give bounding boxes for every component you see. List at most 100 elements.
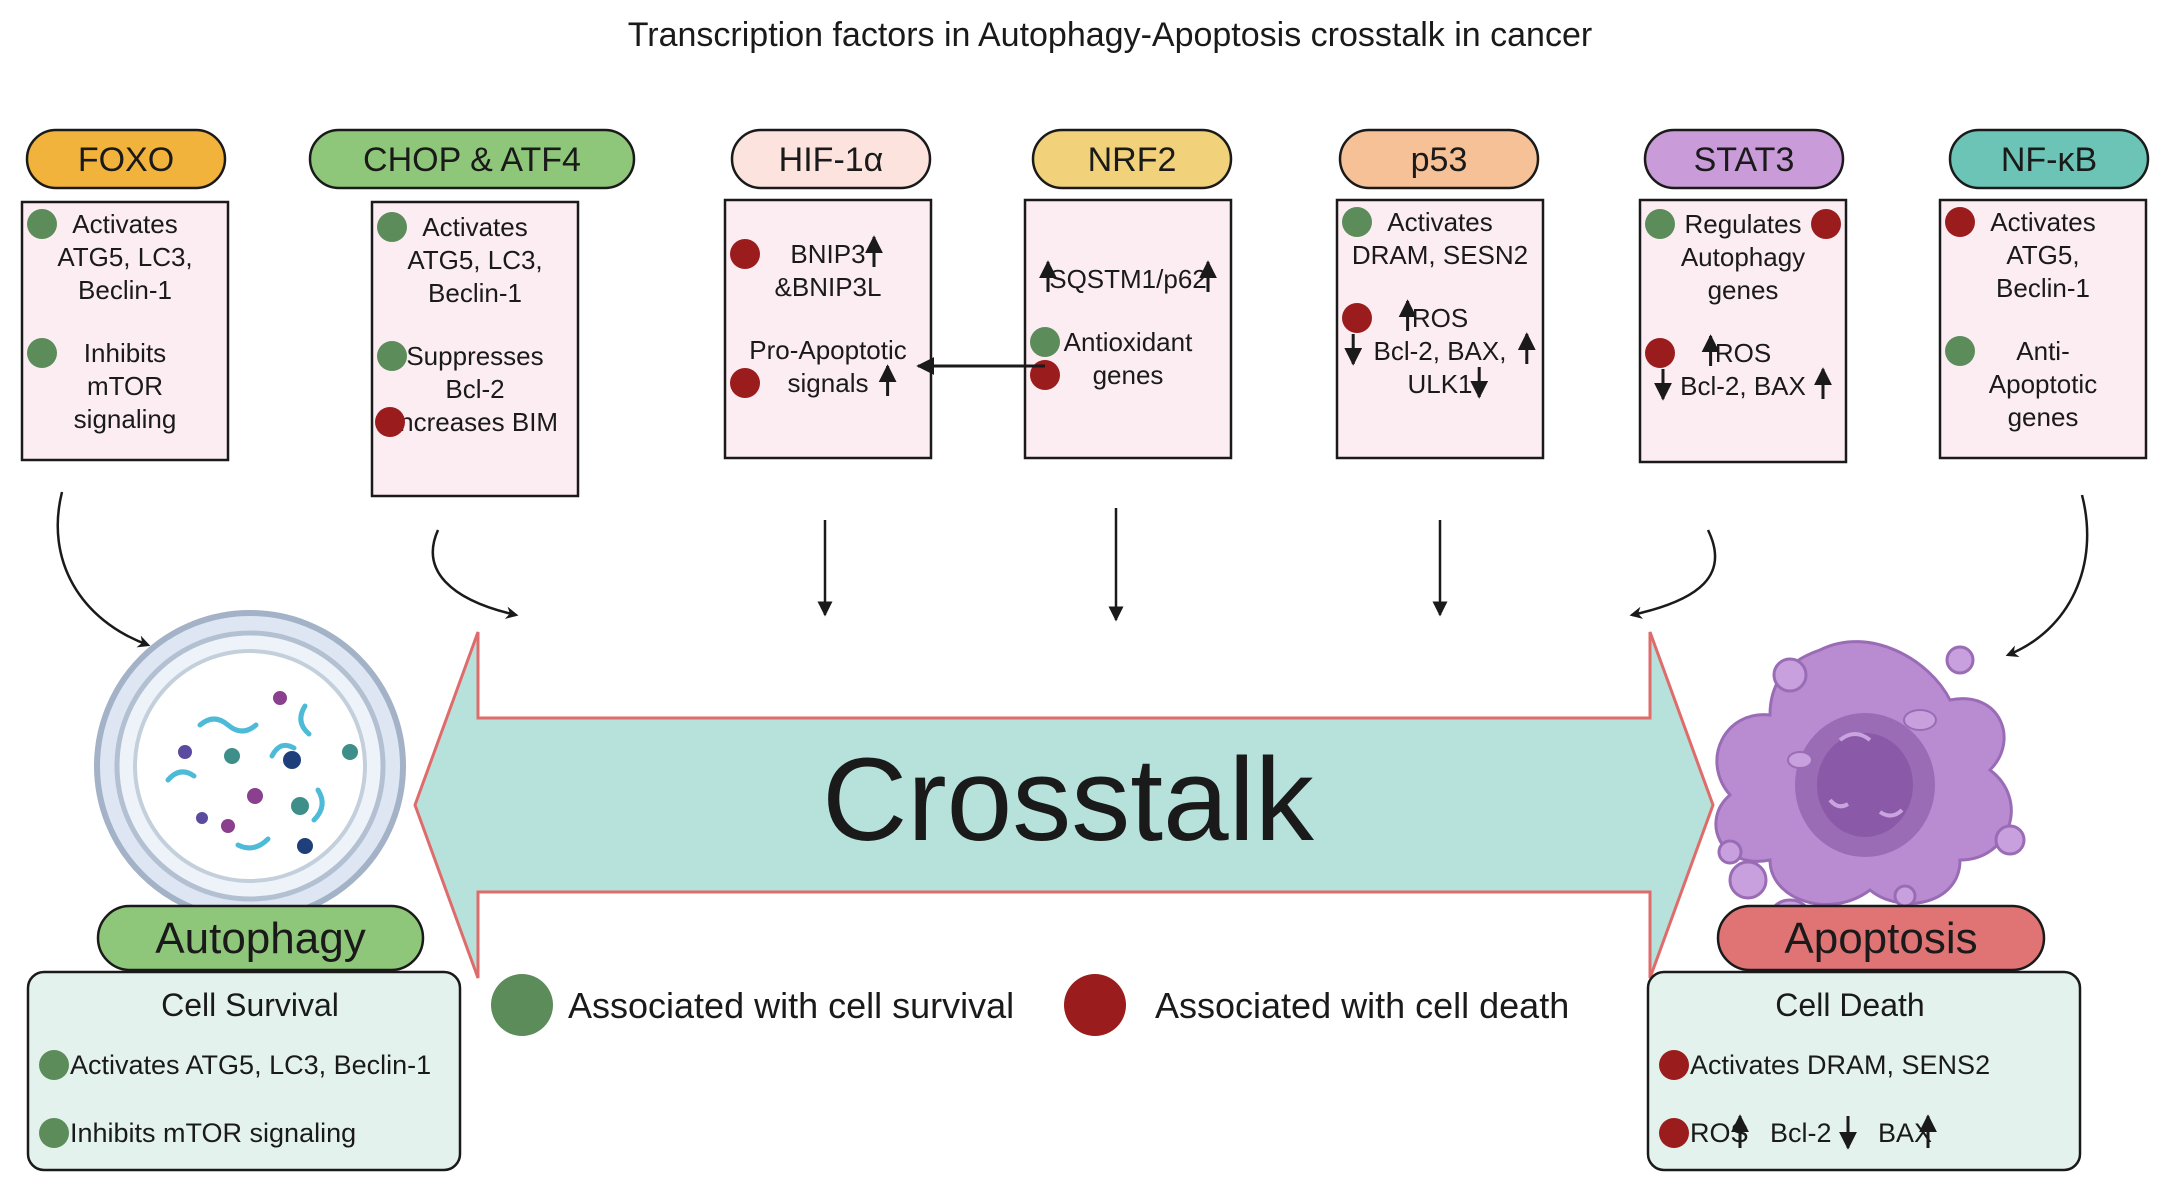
dot-survival [27, 338, 57, 368]
dot-survival [27, 209, 57, 239]
factor-line-p53: DRAM, SESN2 [1352, 240, 1528, 270]
factor-line-stat3: Regulates [1684, 209, 1801, 239]
bottomRight-label: Apoptosis [1784, 914, 1977, 963]
factor-line-foxo: mTOR [87, 371, 163, 401]
factor-line-nfkb: Anti- [2016, 336, 2069, 366]
factor-box-p53 [1335, 198, 1545, 460]
factor-label-chop: CHOP & ATF4 [363, 141, 581, 179]
crosstalk-double-arrow [413, 631, 1715, 979]
factor-box-chop [370, 200, 580, 498]
dot-death [1645, 338, 1675, 368]
factor-line-foxo: ATG5, LC3, [57, 242, 192, 272]
factor-line-hif: &BNIP3L [775, 272, 882, 302]
foxo-curved-arrow [56, 491, 151, 648]
factor-pill-chop [308, 128, 636, 190]
bottomLeft-item: Activates ATG5, LC3, Beclin-1 [70, 1050, 431, 1080]
factor-line-hif: Pro-Apoptotic [749, 335, 907, 365]
factor-pill-stat3 [1643, 128, 1845, 190]
factor-line-chop: Activates [422, 212, 528, 242]
dot-death [730, 368, 760, 398]
factor-pill-hif [730, 128, 932, 190]
factor-box-hif [723, 198, 933, 460]
factor-label-p53: p53 [1411, 141, 1468, 179]
factor-line-nrf2: SQSTM1/p62 [1049, 264, 1207, 294]
factor-line-stat3: ROS [1715, 338, 1771, 368]
factor-line-foxo: signaling [74, 404, 177, 434]
dot-death [1659, 1118, 1689, 1148]
legend-label-survival: Associated with cell survival [568, 985, 1014, 1026]
chop-curved-arrow [431, 529, 519, 619]
dot-death [1811, 209, 1841, 239]
factor-line-p53: Bcl-2, BAX, [1374, 336, 1507, 366]
factor-line-chop: Bcl-2 [445, 374, 504, 404]
dot-survival [377, 341, 407, 371]
stat3-curved-arrow [1629, 529, 1717, 619]
factor-label-hif: HIF-1α [779, 141, 884, 179]
factor-label-stat3: STAT3 [1694, 141, 1795, 179]
factor-line-stat3: Bcl-2, BAX [1680, 371, 1806, 401]
factor-line-nrf2: Antioxidant [1064, 327, 1193, 357]
factor-pill-nfkb [1948, 128, 2150, 190]
legend-dot-death [1064, 974, 1126, 1036]
dot-survival [1645, 209, 1675, 239]
factor-line-p53: ROS [1412, 303, 1468, 333]
dot-death [375, 407, 405, 437]
factor-line-nfkb: ATG5, [2006, 240, 2079, 270]
bottomLeft-pill [96, 904, 425, 972]
factor-box-stat3 [1638, 198, 1848, 464]
factor-line-chop: ATG5, LC3, [407, 245, 542, 275]
factor-label-foxo: FOXO [78, 141, 174, 179]
dot-death [1342, 303, 1372, 333]
factor-line-p53: ULK1 [1407, 369, 1472, 399]
bottomRight-item-part: BAX [1878, 1118, 1932, 1148]
legend-label-death: Associated with cell death [1155, 985, 1569, 1026]
crosstalk-label: Crosstalk [822, 734, 1315, 866]
factor-pill-foxo [25, 128, 227, 190]
dot-survival [377, 212, 407, 242]
factor-line-nfkb: Activates [1990, 207, 2096, 237]
factor-line-nfkb: genes [2008, 402, 2079, 432]
bottomLeft-item: Inhibits mTOR signaling [70, 1118, 356, 1148]
bottomRight-pill [1716, 904, 2046, 972]
factor-box-foxo [20, 200, 230, 462]
factor-box-nrf2 [1023, 198, 1233, 460]
factor-nfkb: NF-κBActivatesATG5,Beclin-1Anti-Apoptoti… [1938, 128, 2150, 460]
bottomLeft-box [26, 970, 462, 1172]
dot-death [1945, 207, 1975, 237]
dot-death [730, 239, 760, 269]
factor-line-foxo: Inhibits [84, 338, 166, 368]
dot-survival [39, 1050, 69, 1080]
bottomRight-item: Activates DRAM, SENS2 [1690, 1050, 1990, 1080]
factor-line-nfkb: Apoptotic [1989, 369, 2097, 399]
bottomLeft-label: Autophagy [155, 914, 365, 963]
factor-line-foxo: Beclin-1 [78, 275, 172, 305]
factor-line-chop: Suppresses [406, 341, 543, 371]
factor-label-nrf2: NRF2 [1088, 141, 1177, 179]
legend: Associated with cell survival Associated … [491, 974, 1569, 1036]
factor-line-hif: BNIP3 [790, 239, 865, 269]
nfkb-curved-arrow [2005, 494, 2089, 658]
dot-survival [1342, 207, 1372, 237]
factor-line-stat3: genes [1708, 275, 1779, 305]
factor-line-nfkb: Beclin-1 [1996, 273, 2090, 303]
bottomRight-subtitle: Cell Death [1775, 987, 1924, 1023]
factor-pill-nrf2 [1031, 128, 1233, 190]
factor-line-hif: signals [788, 368, 869, 398]
factor-line-stat3: Autophagy [1681, 242, 1805, 272]
diagram-title: Transcription factors in Autophagy-Apopt… [628, 16, 1592, 54]
factor-line-chop: Increases BIM [392, 407, 558, 437]
legend-dot-survival [491, 974, 553, 1036]
dot-survival [1945, 336, 1975, 366]
factor-pill-p53 [1338, 128, 1540, 190]
factor-box-nfkb [1938, 198, 2148, 460]
bottomLeft-subtitle: Cell Survival [161, 987, 339, 1023]
bottomRight-box [1646, 970, 2082, 1172]
dot-survival [1030, 327, 1060, 357]
